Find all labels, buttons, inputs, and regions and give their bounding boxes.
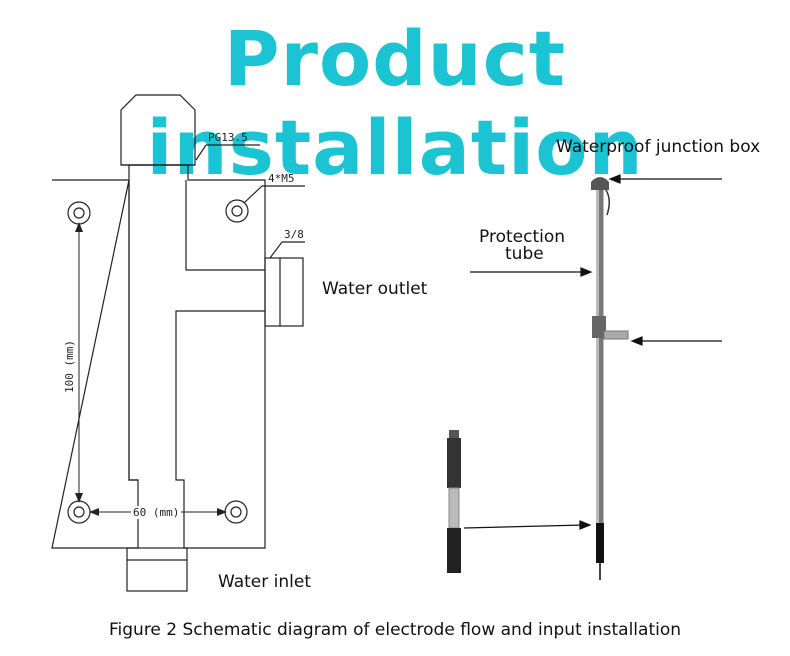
spare-probe <box>447 430 461 573</box>
mount-hole-tr <box>225 199 249 223</box>
mount-hole-bl <box>67 500 91 524</box>
water-inlet-label: Water inlet <box>218 572 312 592</box>
electrode-assembly <box>591 177 629 580</box>
figure-caption: Figure 2 Schematic diagram of electrode … <box>108 620 682 640</box>
mount-hole-tl <box>67 201 91 225</box>
height-dimension: 100 (mm) <box>62 338 76 395</box>
outlet-fitting <box>264 257 304 327</box>
mount-hole-br <box>224 500 248 524</box>
junction-box-label: Waterproof junction box <box>556 137 761 157</box>
junction-box <box>591 177 609 190</box>
hole-label: 4*M5 <box>268 172 295 185</box>
pg-cap <box>120 94 196 166</box>
pg-label: PG13.5 <box>208 131 248 144</box>
width-dimension: 60 (mm) <box>131 506 182 519</box>
protection-tube-label-1: Protection <box>479 227 566 247</box>
mount-clamp <box>592 316 606 338</box>
water-outlet-label: Water outlet <box>322 279 428 299</box>
sensor-tip <box>596 523 604 563</box>
thread-label: 3/8 <box>284 228 304 241</box>
page-title: Product installation <box>146 14 644 192</box>
inlet-fitting <box>126 547 188 592</box>
protection-tube-label-2: tube <box>505 244 544 264</box>
